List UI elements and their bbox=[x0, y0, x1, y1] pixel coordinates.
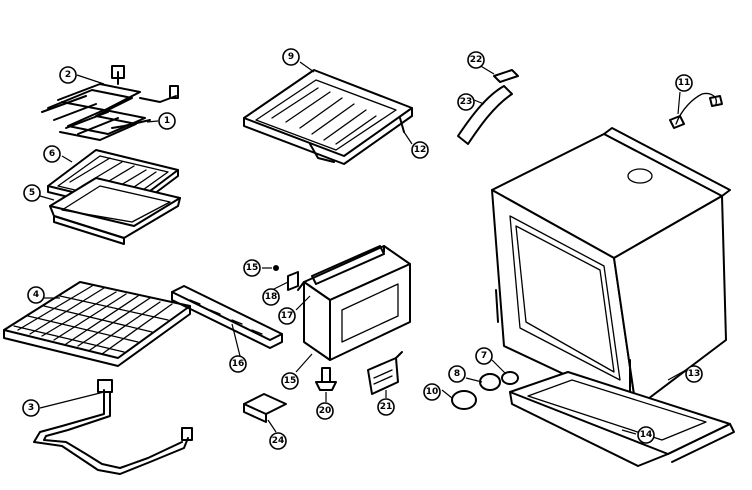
callout-11: 11 bbox=[675, 74, 693, 92]
callout-13: 13 bbox=[685, 365, 703, 383]
callout-label: 20 bbox=[319, 406, 332, 416]
callout-label: 16 bbox=[232, 359, 245, 369]
callout-label: 13 bbox=[688, 369, 701, 379]
callout-24: 24 bbox=[269, 432, 287, 450]
callout-label: 4 bbox=[33, 290, 39, 300]
callout-label: 10 bbox=[426, 387, 439, 397]
wire-harness bbox=[669, 92, 723, 129]
callout-label: 11 bbox=[678, 78, 691, 88]
callout-label: 23 bbox=[460, 97, 473, 107]
oven-cavity bbox=[491, 127, 731, 409]
callout-10: 10 bbox=[423, 383, 441, 401]
callout-5: 5 bbox=[23, 184, 41, 202]
callout-9: 9 bbox=[282, 48, 300, 66]
callout-label: 22 bbox=[470, 55, 483, 65]
callout-label: 2 bbox=[65, 70, 71, 80]
callout-2: 2 bbox=[59, 66, 77, 84]
callout-label: 15 bbox=[284, 376, 297, 386]
callout-4: 4 bbox=[27, 286, 45, 304]
callout-20: 20 bbox=[316, 402, 334, 420]
callout-label: 12 bbox=[414, 145, 427, 155]
callout-label: 8 bbox=[454, 369, 460, 379]
callout-label: 7 bbox=[481, 351, 487, 361]
leveling-leg bbox=[315, 367, 337, 391]
callout-3: 3 bbox=[22, 399, 40, 417]
oven-bottom-panel bbox=[243, 69, 413, 165]
callout-7: 7 bbox=[475, 347, 493, 365]
callout-14: 14 bbox=[637, 426, 655, 444]
callout-label: 3 bbox=[28, 403, 34, 413]
callout-15: 15 bbox=[243, 259, 261, 277]
callout-label: 9 bbox=[288, 52, 294, 62]
callout-23: 23 bbox=[457, 93, 475, 111]
broil-element bbox=[41, 65, 179, 141]
door-handle bbox=[457, 69, 519, 145]
callout-21: 21 bbox=[377, 398, 395, 416]
callout-12: 12 bbox=[411, 141, 429, 159]
callout-label: 5 bbox=[29, 188, 35, 198]
callout-label: 1 bbox=[164, 116, 170, 126]
callout-label: 17 bbox=[281, 311, 294, 321]
bracket bbox=[243, 393, 287, 423]
callout-22: 22 bbox=[467, 51, 485, 69]
callout-18: 18 bbox=[262, 288, 280, 306]
bottom-panel bbox=[509, 371, 735, 467]
callout-label: 24 bbox=[272, 436, 285, 446]
callout-16: 16 bbox=[229, 355, 247, 373]
callout-label: 21 bbox=[380, 402, 393, 412]
callout-label: 15 bbox=[246, 263, 259, 273]
broiler-drawer-frame bbox=[297, 245, 411, 361]
callout-17: 17 bbox=[278, 307, 296, 325]
side-rail bbox=[171, 285, 283, 349]
callout-label: 18 bbox=[265, 292, 278, 302]
clip-part bbox=[273, 265, 299, 291]
oven-controls bbox=[451, 371, 519, 410]
hinge-bracket bbox=[367, 351, 403, 395]
callout-6: 6 bbox=[43, 145, 61, 163]
callout-1: 1 bbox=[158, 112, 176, 130]
broiler-pan bbox=[49, 177, 181, 245]
callout-label: 14 bbox=[640, 430, 653, 440]
callout-8: 8 bbox=[448, 365, 466, 383]
callout-15b: 15 bbox=[281, 372, 299, 390]
bake-element bbox=[33, 379, 193, 475]
leader-lines bbox=[39, 61, 687, 435]
callout-label: 6 bbox=[49, 149, 55, 159]
